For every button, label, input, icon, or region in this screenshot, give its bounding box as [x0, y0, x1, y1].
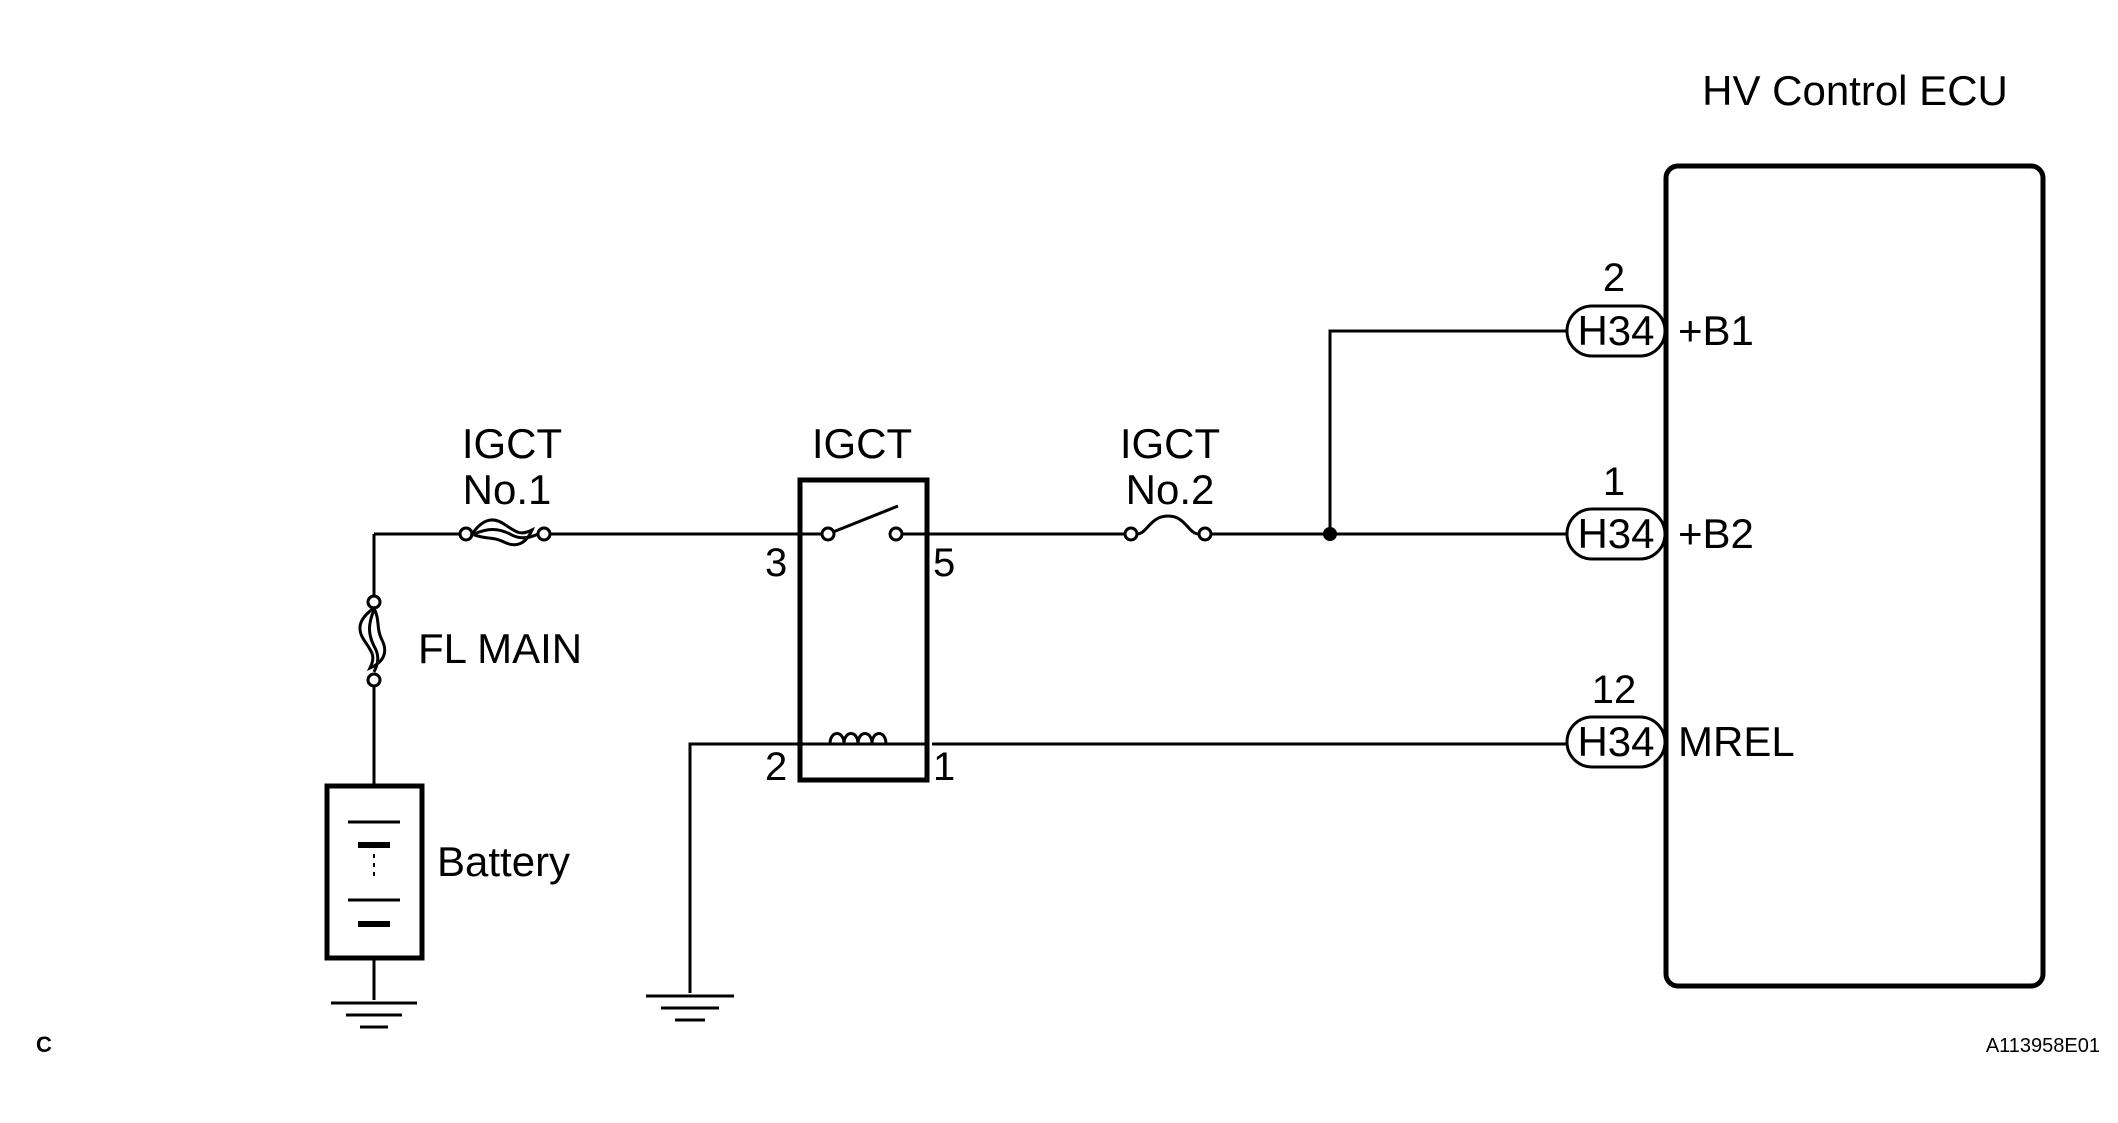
connector-b2: H34 1 +B2 — [1565, 460, 1754, 561]
connector-b1: H34 2 +B1 — [1565, 256, 1754, 358]
fuse-fl-main: FL MAIN — [358, 594, 582, 688]
fuse2-element — [1136, 514, 1200, 536]
battery-label: Battery — [437, 838, 570, 885]
signal-b2: +B2 — [1678, 510, 1754, 557]
relay-contact-right — [888, 526, 904, 542]
connector-label-b2: H34 — [1577, 510, 1654, 557]
signal-b1: +B1 — [1678, 307, 1754, 354]
junction-dot — [1323, 527, 1337, 541]
figure-id: A113958E01 — [1986, 1035, 2100, 1057]
pin-number-b2: 1 — [1603, 460, 1625, 504]
wire-b1 — [1328, 329, 1567, 534]
relay-box — [797, 477, 930, 783]
pin-number-mrel: 12 — [1592, 668, 1637, 712]
relay-terminal-3: 3 — [765, 541, 787, 585]
fuse1-terminal-right — [536, 526, 552, 542]
flmain-label: FL MAIN — [418, 625, 582, 672]
fuse-igct-no2: IGCT No.2 — [940, 420, 1220, 542]
relay-terminal-1: 1 — [933, 745, 955, 789]
fuse1-element — [469, 518, 535, 547]
connector-pill-mrel — [1565, 715, 1667, 769]
corner-label: C — [36, 1032, 52, 1057]
fuse2-label-line1: IGCT — [1120, 420, 1220, 467]
fuse1-element-inner — [473, 528, 539, 540]
relay-label: IGCT — [812, 420, 912, 467]
connector-label-mrel: H34 — [1577, 718, 1654, 765]
relay-coil — [828, 732, 888, 745]
wire-relay-ground — [688, 742, 800, 993]
battery: Battery — [324, 783, 570, 961]
connector-mrel: H34 12 MREL — [1565, 668, 1795, 769]
pin-number-b1: 2 — [1603, 256, 1625, 300]
relay-terminal-5: 5 — [933, 541, 955, 585]
relay-igct: IGCT 3 5 2 1 — [765, 420, 955, 789]
relay-switch-arm — [832, 504, 899, 534]
signal-mrel: MREL — [1678, 718, 1795, 765]
ground-symbol-relay — [646, 994, 734, 1022]
fuse2-terminal-left — [1123, 526, 1139, 542]
ecu-title: HV Control ECU — [1702, 67, 2008, 114]
flmain-element-inner — [368, 609, 380, 673]
ground-symbol-battery — [331, 1001, 417, 1029]
relay-terminal-2: 2 — [765, 745, 787, 789]
flmain-element — [358, 605, 387, 671]
fuse1-label-line2: No.1 — [463, 466, 552, 513]
fuse2-label-line2: No.2 — [1126, 466, 1215, 513]
fuse-igct-no1: IGCT No.1 — [374, 420, 800, 547]
flmain-terminal-bottom — [366, 672, 382, 688]
connector-label-b1: H34 — [1577, 307, 1654, 354]
hv-control-ecu-box — [1663, 163, 2046, 989]
relay-contact-left — [820, 526, 836, 542]
fuse2-terminal-right — [1197, 526, 1213, 542]
fuse1-label-line1: IGCT — [462, 420, 562, 467]
